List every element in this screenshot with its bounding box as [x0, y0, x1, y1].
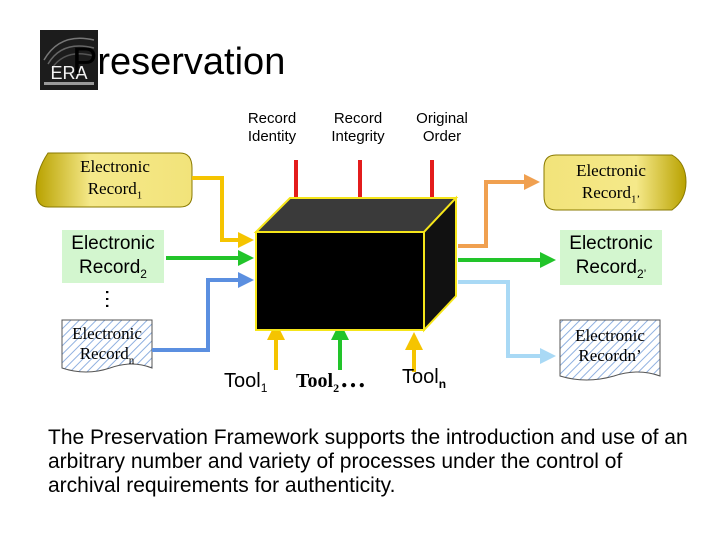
output-connectors [458, 174, 556, 364]
requirement-line2: Order [422, 128, 462, 145]
label-main: Electronic [569, 233, 653, 254]
requirement-record-integrity: Record Integrity [318, 110, 398, 146]
label-base: Recordn’ [578, 346, 642, 365]
label-base: Record [575, 257, 637, 278]
label-main: Electronic [575, 326, 645, 345]
inputs-ellipsis: … [101, 288, 126, 310]
preservation-black-box [253, 195, 459, 333]
label-sub: 2 [140, 266, 147, 281]
page-title: Preservation [72, 41, 286, 83]
label-base: Record [87, 179, 137, 198]
input-record2-label: Electronic Record2 [62, 232, 164, 286]
label-main: Electronic [72, 324, 142, 343]
output-record1-scroll [543, 154, 687, 211]
label-sub: 2’ [636, 266, 647, 281]
input-recordn-doc [61, 319, 153, 373]
tool-sub: n [438, 377, 447, 391]
requirement-line2: Integrity [331, 128, 385, 145]
input-record2-box [62, 230, 164, 283]
requirement-line1: Original [416, 110, 468, 127]
label-sub: n [128, 354, 135, 367]
label-main: Electronic [71, 233, 155, 254]
tool-base: Tool [402, 366, 439, 388]
input-record1-label: Electronic Record1 [50, 156, 180, 206]
tool-1-label: Tool1 [224, 370, 267, 395]
label-sub: 1 [136, 189, 143, 202]
requirement-original-order: Original Order [402, 110, 482, 146]
output-record2-label: Electronic Record2’ [560, 232, 662, 286]
output-record2-box [560, 230, 662, 285]
requirement-line1: Record [333, 110, 383, 127]
input-recordn-label: Electronic Recordn [62, 324, 152, 370]
era-logo: ERA [40, 30, 98, 90]
label-base: Record [79, 257, 141, 278]
logo-text: ERA [50, 63, 88, 83]
tool-sub: 1 [260, 381, 268, 395]
requirement-line2: Identity [247, 128, 297, 145]
output-record1-label: Electronic Record1’ [552, 160, 670, 210]
input-record1-scroll [35, 152, 193, 208]
tool-base: Tool [224, 370, 261, 392]
caption-text: The Preservation Framework supports the … [48, 426, 688, 497]
tool-n-label: Tooln [402, 366, 446, 391]
label-base: Record [581, 183, 631, 202]
requirement-line1: Record [247, 110, 297, 127]
label-base: Record [79, 344, 129, 363]
output-recordn-doc [559, 319, 661, 381]
label-sub: 1’ [630, 193, 641, 206]
tool-2-label: Tool2 [296, 370, 339, 396]
tool-base: Tool [296, 370, 334, 392]
requirement-record-identity: Record Identity [234, 110, 310, 146]
input-connectors [152, 176, 254, 352]
tools-ellipsis: … [340, 364, 366, 393]
output-recordn-label: Electronic Recordn’ [560, 326, 660, 372]
label-main: Electronic [80, 157, 150, 176]
tool-sub: 2 [333, 381, 340, 395]
logo-art [43, 37, 95, 85]
label-main: Electronic [576, 161, 646, 180]
